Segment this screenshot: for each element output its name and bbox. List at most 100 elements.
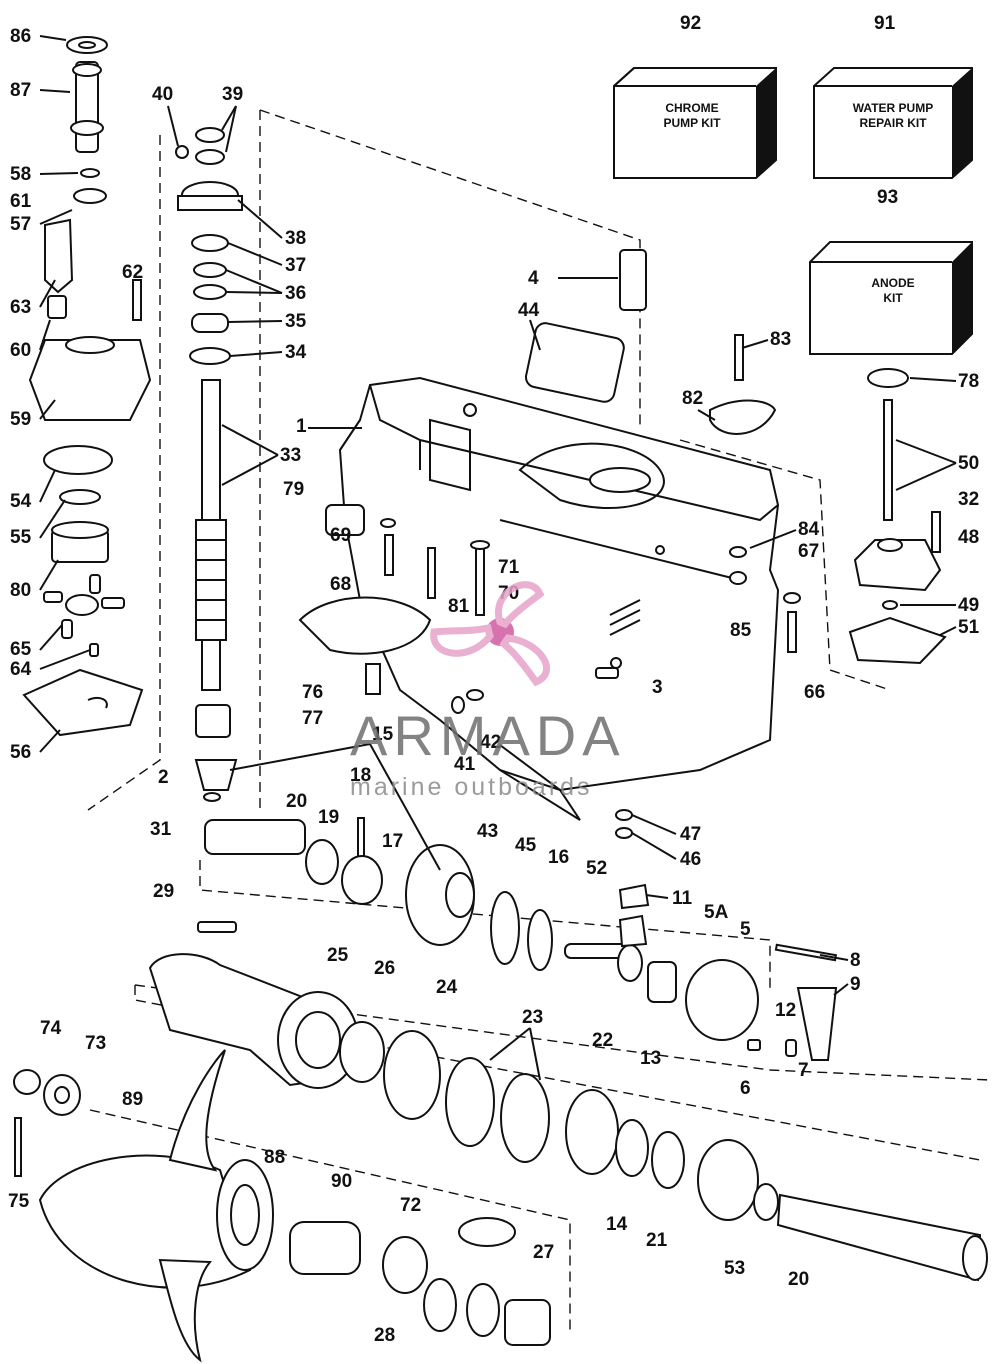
callout-16: 16 (548, 847, 569, 868)
watermark-tagline: marine outboards (350, 773, 593, 801)
callout-88: 88 (264, 1147, 285, 1168)
callout-50: 50 (958, 453, 979, 474)
callout-43: 43 (477, 821, 498, 842)
propeller-assembly (13, 1049, 551, 1363)
watermark-brand: ARMADA (350, 704, 626, 767)
callout-22: 22 (592, 1030, 613, 1051)
callout-72: 72 (400, 1195, 421, 1216)
callout-58: 58 (10, 164, 31, 185)
callout-90: 90 (331, 1171, 352, 1192)
right-side-parts (848, 368, 947, 665)
kit-91-line-1: WATER PUMP (853, 101, 933, 115)
kit-93-line-1: ANODE (871, 276, 914, 290)
callout-8: 8 (850, 950, 861, 971)
callout-60: 60 (10, 340, 31, 361)
callout-46: 46 (680, 849, 701, 870)
callout-86: 86 (10, 26, 31, 47)
driveshaft-assembly (132, 127, 243, 802)
callout-74: 74 (40, 1018, 62, 1039)
bearing-carrier-row (148, 921, 988, 1282)
callout-59: 59 (10, 409, 31, 430)
propeller-logo-icon (430, 581, 551, 687)
callout-45: 45 (515, 835, 537, 856)
callout-49: 49 (958, 595, 979, 616)
callout-36: 36 (285, 283, 306, 304)
callout-24: 24 (436, 977, 458, 998)
callout-40: 40 (152, 84, 173, 105)
callout-82: 82 (682, 388, 703, 409)
callout-65: 65 (10, 639, 32, 660)
callout-25: 25 (327, 945, 349, 966)
callout-57: 57 (10, 214, 31, 235)
callout-21: 21 (646, 1230, 668, 1251)
impeller (43, 574, 125, 639)
callout-53: 53 (724, 1258, 745, 1279)
callout-71: 71 (498, 557, 520, 578)
gear-train-row (204, 817, 838, 1061)
water-pump-assembly (22, 36, 152, 737)
callout-89: 89 (122, 1089, 143, 1110)
callout-38: 38 (285, 228, 306, 249)
callout-79: 79 (283, 479, 304, 500)
callout-61: 61 (10, 191, 32, 212)
callout-77: 77 (302, 708, 323, 729)
callout-55: 55 (10, 527, 32, 548)
callout-63: 63 (10, 297, 31, 318)
callout-37: 37 (285, 255, 306, 276)
callout-33: 33 (280, 445, 301, 466)
callout-93: 93 (877, 187, 898, 208)
callout-73: 73 (85, 1033, 106, 1054)
callout-1: 1 (296, 416, 307, 437)
kit-92-line-2: PUMP KIT (663, 116, 721, 130)
callout-47: 47 (680, 824, 701, 845)
callout-56: 56 (10, 742, 31, 763)
callout-2: 2 (158, 767, 169, 788)
callout-31: 31 (150, 819, 172, 840)
callout-26: 26 (374, 958, 395, 979)
callout-29: 29 (153, 881, 174, 902)
callout-69: 69 (330, 525, 351, 546)
callout-81: 81 (448, 596, 470, 617)
callout-42: 42 (480, 732, 501, 753)
callout-92: 92 (680, 13, 701, 34)
kit-box-chrome-pump: CHROME PUMP KIT (613, 67, 777, 179)
callout-62: 62 (122, 262, 143, 283)
callout-85: 85 (730, 620, 752, 641)
callout-3: 3 (652, 677, 663, 698)
callout-15: 15 (372, 724, 394, 745)
callout-91: 91 (874, 13, 896, 34)
callout-20: 20 (286, 791, 307, 812)
callout-44: 44 (518, 300, 540, 321)
callout-28: 28 (374, 1325, 395, 1346)
callout-7: 7 (798, 1060, 809, 1081)
callout-23: 23 (522, 1007, 543, 1028)
callout-51: 51 (958, 617, 980, 638)
callout-9: 9 (850, 974, 861, 995)
callout-48: 48 (958, 527, 979, 548)
callout-20: 20 (788, 1269, 809, 1290)
callout-34: 34 (285, 342, 307, 363)
kit-box-anode: ANODE KIT (809, 241, 973, 355)
kit-91-line-2: REPAIR KIT (859, 116, 927, 130)
callout-67: 67 (798, 541, 819, 562)
leader-lines (39, 35, 957, 1081)
callout-75: 75 (8, 1191, 30, 1212)
callout-5: 5 (740, 919, 751, 940)
callout-68: 68 (330, 574, 351, 595)
callout-83: 83 (770, 329, 791, 350)
callout-76: 76 (302, 682, 323, 703)
callout-80: 80 (10, 580, 31, 601)
callout-13: 13 (640, 1048, 661, 1069)
callout-39: 39 (222, 84, 243, 105)
callout-27: 27 (533, 1242, 554, 1263)
callout-11: 11 (672, 888, 693, 909)
callout-41: 41 (454, 754, 476, 775)
kit-box-water-pump: WATER PUMP REPAIR KIT (813, 67, 973, 179)
kit-93-line-2: KIT (883, 291, 903, 305)
callout-66: 66 (804, 682, 825, 703)
callout-64: 64 (10, 659, 32, 680)
callout-4: 4 (528, 268, 539, 289)
callout-35: 35 (285, 311, 307, 332)
callout-17: 17 (382, 831, 403, 852)
